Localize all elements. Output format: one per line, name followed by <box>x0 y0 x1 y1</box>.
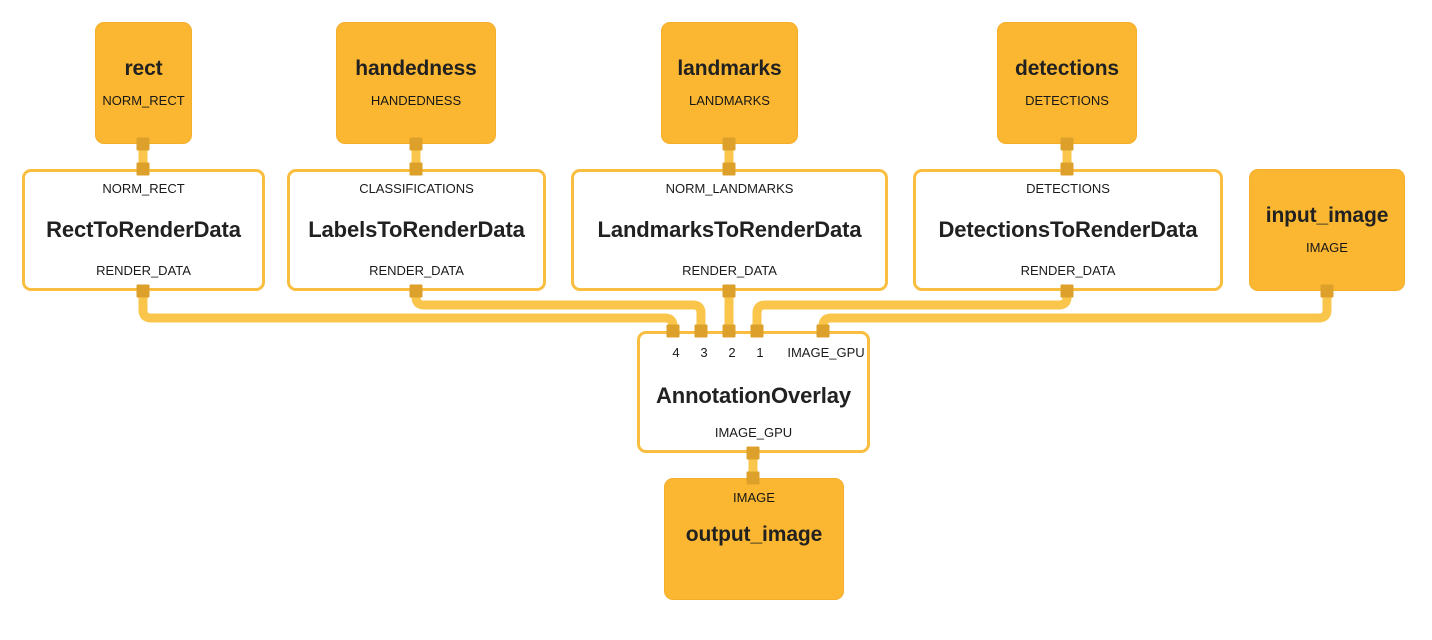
edge-rect_to_render_data-to-overlay-4 <box>138 291 678 331</box>
port-annotation_overlay-out[interactable] <box>746 446 760 460</box>
node-landmarks-title: landmarks <box>677 57 782 81</box>
node-output_image[interactable]: IMAGE output_image <box>664 478 844 600</box>
node-rect_to_render_data-in-label: NORM_RECT <box>102 181 185 196</box>
node-annotation_overlay-in-label-3: 3 <box>700 345 708 360</box>
node-landmarks_to_render_data[interactable]: NORM_LANDMARKS LandmarksToRenderData REN… <box>571 169 888 291</box>
port-detections_to_render_data-in[interactable] <box>1060 162 1074 176</box>
node-detections-title: detections <box>1014 57 1120 81</box>
node-rect_to_render_data-out-label: RENDER_DATA <box>96 262 191 278</box>
port-rect_to_render_data-in[interactable] <box>136 162 150 176</box>
port-detections_to_render_data-out[interactable] <box>1060 284 1074 298</box>
node-rect_to_render_data-title: RectToRenderData <box>46 216 241 242</box>
edge-labels_to_render_data-to-overlay-3 <box>411 291 706 331</box>
node-input_image-out-label: IMAGE <box>1306 240 1348 256</box>
node-landmarks[interactable]: landmarks LANDMARKS <box>661 22 798 144</box>
node-handedness-title: handedness <box>355 57 477 81</box>
node-annotation_overlay-in-label-image-gpu: IMAGE_GPU <box>787 345 865 360</box>
node-rect[interactable]: rect NORM_RECT <box>95 22 192 144</box>
node-detections_to_render_data-in-label: DETECTIONS <box>1026 181 1110 196</box>
port-annotation_overlay-in-4[interactable] <box>666 324 680 338</box>
port-annotation_overlay-in-3[interactable] <box>694 324 708 338</box>
node-annotation_overlay-in-label-4: 4 <box>672 345 680 360</box>
port-input_image-out[interactable] <box>1320 284 1334 298</box>
node-annotation_overlay-in-label-1: 1 <box>756 345 764 360</box>
node-annotation_overlay-title: AnnotationOverlay <box>655 382 852 408</box>
node-landmarks_to_render_data-in-label: NORM_LANDMARKS <box>665 181 794 196</box>
node-output_image-in-label: IMAGE <box>733 490 775 505</box>
node-handedness[interactable]: handedness HANDEDNESS <box>336 22 496 144</box>
port-landmarks_to_render_data-out[interactable] <box>722 284 736 298</box>
edge-input_image-to-overlay-image_gpu <box>818 291 1332 331</box>
node-landmarks-out-label: LANDMARKS <box>689 93 770 109</box>
port-rect-out[interactable] <box>136 137 150 151</box>
edge-detections_to_render_data-to-overlay-1 <box>752 291 1072 331</box>
node-labels_to_render_data-title: LabelsToRenderData <box>308 216 525 242</box>
node-output_image-title: output_image <box>685 523 823 547</box>
port-handedness-out[interactable] <box>409 137 423 151</box>
node-detections[interactable]: detections DETECTIONS <box>997 22 1137 144</box>
port-labels_to_render_data-out[interactable] <box>409 284 423 298</box>
node-rect-title: rect <box>124 57 163 81</box>
node-labels_to_render_data-in-label: CLASSIFICATIONS <box>359 181 474 196</box>
node-input_image-title: input_image <box>1265 204 1389 228</box>
node-input_image[interactable]: input_image IMAGE <box>1249 169 1405 291</box>
port-output_image-in[interactable] <box>746 471 760 485</box>
port-landmarks_to_render_data-in[interactable] <box>722 162 736 176</box>
port-rect_to_render_data-out[interactable] <box>136 284 150 298</box>
node-handedness-out-label: HANDEDNESS <box>370 93 462 109</box>
port-annotation_overlay-in-2[interactable] <box>722 324 736 338</box>
node-rect-out-label: NORM_RECT <box>102 93 185 109</box>
node-annotation_overlay-in-label-2: 2 <box>728 345 736 360</box>
node-detections_to_render_data-out-label: RENDER_DATA <box>1020 262 1116 278</box>
node-landmarks_to_render_data-out-label: RENDER_DATA <box>682 262 777 278</box>
port-annotation_overlay-in-1[interactable] <box>750 324 764 338</box>
node-labels_to_render_data-out-label: RENDER_DATA <box>369 262 464 278</box>
node-labels_to_render_data[interactable]: CLASSIFICATIONS LabelsToRenderData RENDE… <box>287 169 546 291</box>
port-annotation_overlay-in-image-gpu[interactable] <box>816 324 830 338</box>
port-landmarks-out[interactable] <box>722 137 736 151</box>
node-detections_to_render_data[interactable]: DETECTIONS DetectionsToRenderData RENDER… <box>913 169 1223 291</box>
port-detections-out[interactable] <box>1060 137 1074 151</box>
node-annotation_overlay-out-label: IMAGE_GPU <box>714 424 793 440</box>
node-rect_to_render_data[interactable]: NORM_RECT RectToRenderData RENDER_DATA <box>22 169 265 291</box>
node-detections-out-label: DETECTIONS <box>1025 93 1109 109</box>
node-annotation_overlay[interactable]: 4 3 2 1 IMAGE_GPU AnnotationOverlay IMAG… <box>637 331 870 453</box>
node-landmarks_to_render_data-title: LandmarksToRenderData <box>597 216 862 242</box>
node-detections_to_render_data-title: DetectionsToRenderData <box>938 216 1198 242</box>
port-labels_to_render_data-in[interactable] <box>409 162 423 176</box>
